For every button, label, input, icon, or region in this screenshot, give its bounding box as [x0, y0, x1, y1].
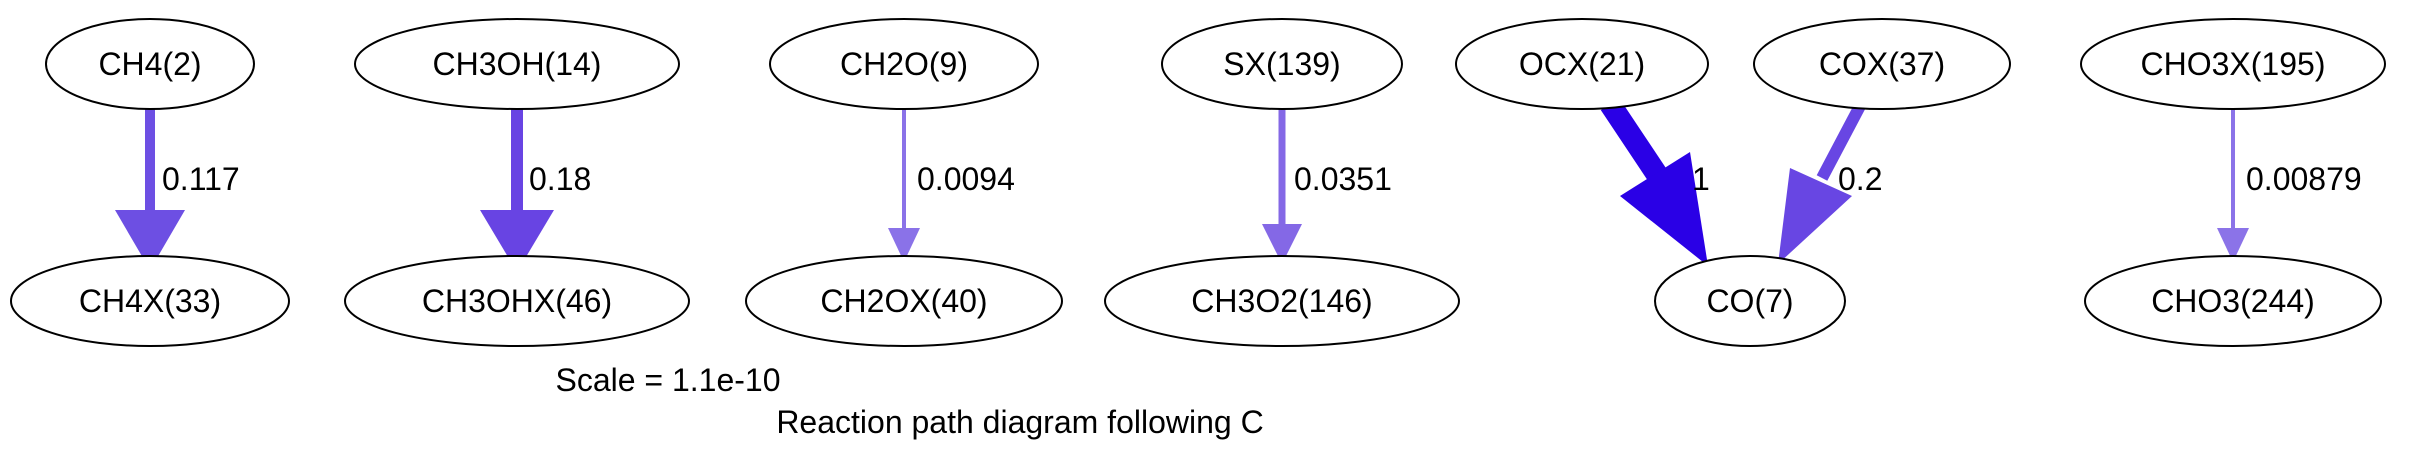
node-cho3: CHO3(244): [2084, 255, 2382, 347]
node-co: CO(7): [1654, 255, 1846, 347]
node-ch2o: CH2O(9): [769, 18, 1039, 110]
node-label: SX(139): [1223, 46, 1340, 82]
node-label: COX(37): [1819, 46, 1945, 82]
edge-arrowhead: [115, 210, 185, 270]
scale-caption: Scale = 1.1e-10: [555, 362, 780, 398]
node-label: CH3O2(146): [1191, 283, 1372, 319]
node-ellipse: [1455, 18, 1709, 110]
node-label: CO(7): [1706, 283, 1793, 319]
edge-label: 0.00879: [2246, 161, 2362, 197]
edge-arrowhead: [2217, 228, 2249, 262]
node-label: CH4(2): [98, 46, 201, 82]
node-ellipse: [1753, 18, 2011, 110]
node-ch3oh: CH3OH(14): [354, 18, 680, 110]
node-ellipse: [2080, 18, 2386, 110]
edge-ocx-to-co: 1: [1600, 97, 1710, 266]
edge-cox-to-co: 0.2: [1778, 103, 1882, 264]
node-ellipse: [1104, 255, 1460, 347]
node-ellipse: [769, 18, 1039, 110]
edge-label: 0.0094: [917, 161, 1015, 197]
node-ch4x: CH4X(33): [10, 255, 290, 347]
edge-label: 0.0351: [1294, 161, 1392, 197]
node-ocx: OCX(21): [1455, 18, 1709, 110]
node-label: CH2O(9): [840, 46, 968, 82]
edge-arrowhead: [1620, 152, 1708, 266]
edge-sx-to-ch3o2: 0.0351: [1262, 109, 1392, 264]
node-ch4: CH4(2): [45, 18, 255, 110]
node-label: OCX(21): [1519, 46, 1645, 82]
node-ellipse: [1161, 18, 1403, 110]
edge-ch4-to-ch4x: 0.117: [115, 109, 240, 270]
node-cho3x: CHO3X(195): [2080, 18, 2386, 110]
edge-label: 0.2: [1838, 161, 1882, 197]
edge-line: [1816, 103, 1866, 181]
edge-label: 0.117: [162, 161, 240, 197]
node-ellipse: [45, 18, 255, 110]
node-label: CH2OX(40): [820, 283, 987, 319]
node-ellipse: [344, 255, 690, 347]
node-label: CH3OHX(46): [422, 283, 612, 319]
node-ellipse: [2084, 255, 2382, 347]
node-ellipse: [10, 255, 290, 347]
node-label: CHO3(244): [2151, 283, 2315, 319]
node-ellipse: [745, 255, 1063, 347]
node-label: CH4X(33): [79, 283, 221, 319]
edge-cho3x-to-cho3: 0.00879: [2217, 109, 2362, 262]
edge-arrowhead: [1778, 168, 1852, 264]
edge-label: 1: [1692, 161, 1710, 197]
node-ch3ohx: CH3OHX(46): [344, 255, 690, 347]
node-sx: SX(139): [1161, 18, 1403, 110]
node-label: CHO3X(195): [2141, 46, 2326, 82]
node-ch3o2: CH3O2(146): [1104, 255, 1460, 347]
node-ch2ox: CH2OX(40): [745, 255, 1063, 347]
edge-label: 0.18: [529, 161, 591, 197]
node-cox: COX(37): [1753, 18, 2011, 110]
edge-arrowhead: [480, 210, 554, 272]
node-label: CH3OH(14): [433, 46, 602, 82]
diagram-title: Reaction path diagram following C: [776, 404, 1263, 440]
edge-arrowhead: [1262, 224, 1302, 264]
edge-ch2o-to-ch2ox: 0.0094: [888, 109, 1015, 262]
node-ellipse: [1654, 255, 1846, 347]
edge-line: [1600, 97, 1668, 183]
node-ellipse: [354, 18, 680, 110]
edge-arrowhead: [888, 228, 920, 262]
edge-ch3oh-to-ch3ohx: 0.18: [480, 109, 591, 272]
